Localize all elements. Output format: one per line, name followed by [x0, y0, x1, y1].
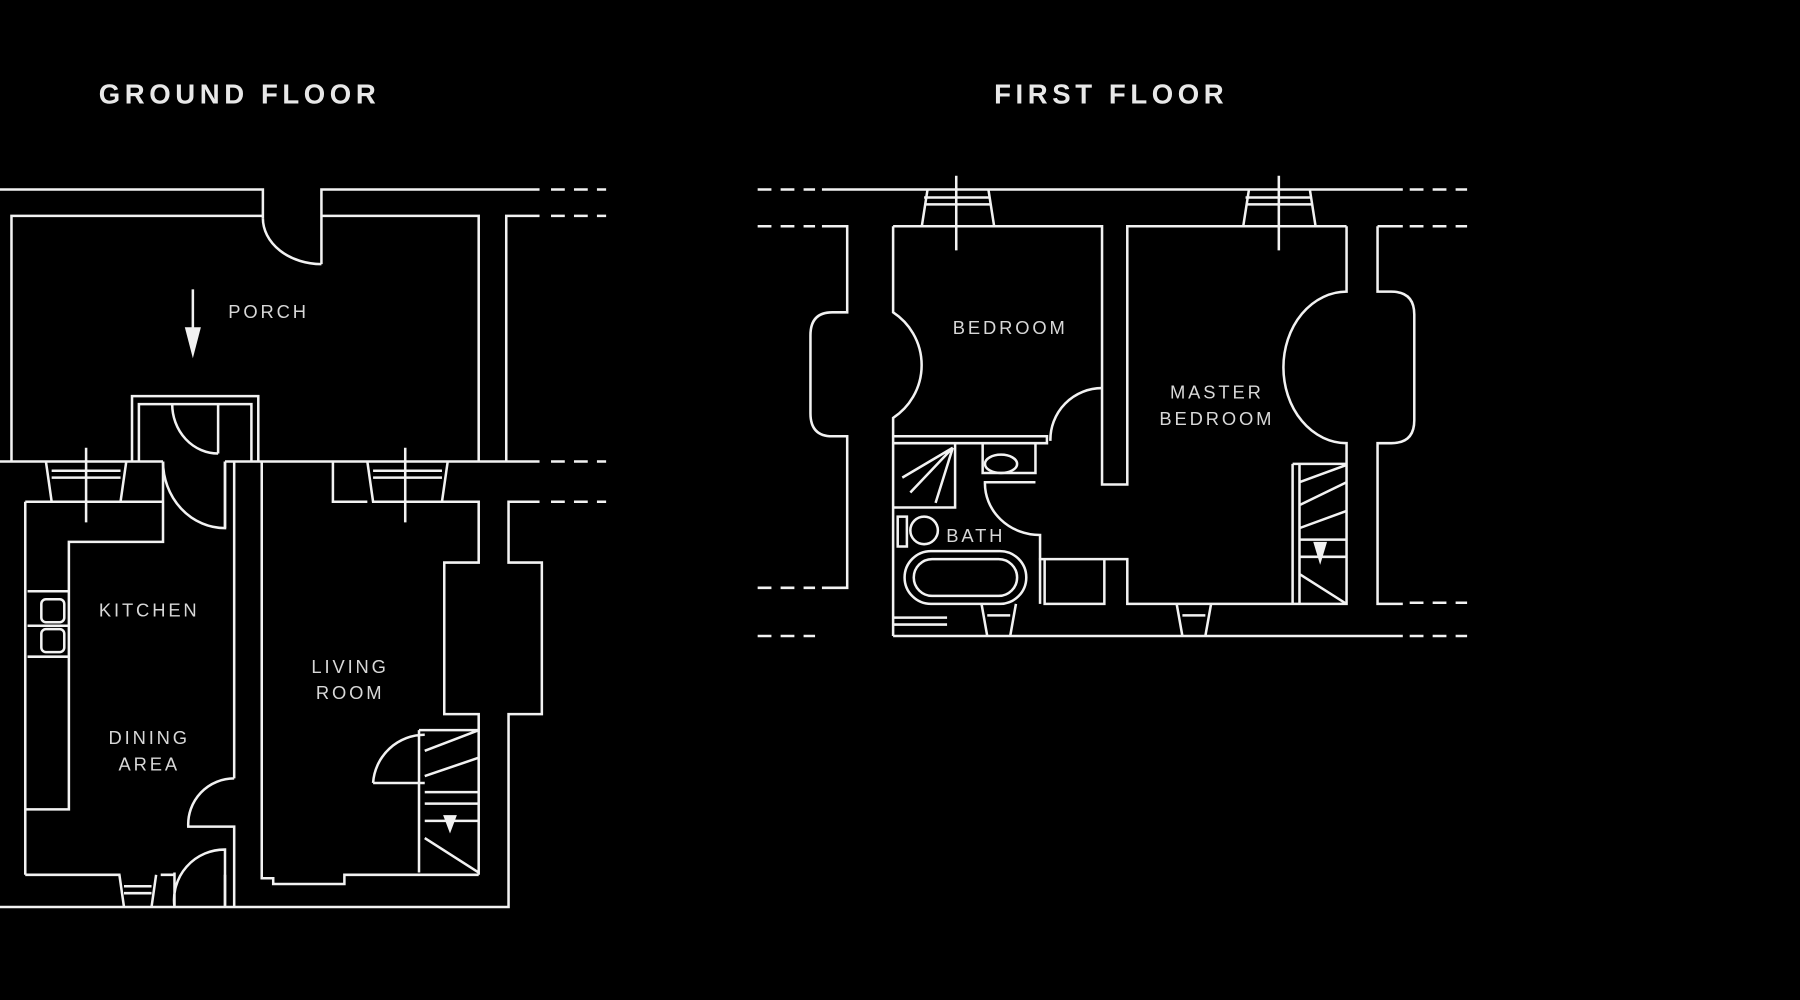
first-floor-plan: BEDROOM MASTER BEDROOM BATH — [757, 175, 1468, 638]
room-label-dining: DINING — [108, 727, 189, 748]
room-label-porch: PORCH — [228, 301, 309, 322]
room-label-dining-area: AREA — [118, 753, 179, 774]
stairs-arrow-icon-first — [1313, 541, 1328, 565]
room-label-master: MASTER — [1170, 381, 1264, 402]
entrance-arrow-icon — [184, 289, 201, 359]
room-label-bath: BATH — [946, 525, 1005, 546]
room-label-living-room: ROOM — [316, 682, 385, 703]
room-label-kitchen: KITCHEN — [99, 600, 200, 621]
ground-floor-plan: PORCH KITCHEN DINING AREA LIVING ROOM — [0, 188, 607, 909]
front-door-swing — [261, 218, 322, 266]
first-floor-title: FIRST FLOOR — [994, 78, 1228, 109]
room-label-living: LIVING — [311, 656, 388, 677]
ground-floor-title: GROUND FLOOR — [99, 78, 381, 109]
room-label-bedroom: BEDROOM — [953, 317, 1068, 338]
stairs-arrow-icon — [443, 815, 457, 834]
room-label-master-bedroom: BEDROOM — [1159, 408, 1274, 429]
